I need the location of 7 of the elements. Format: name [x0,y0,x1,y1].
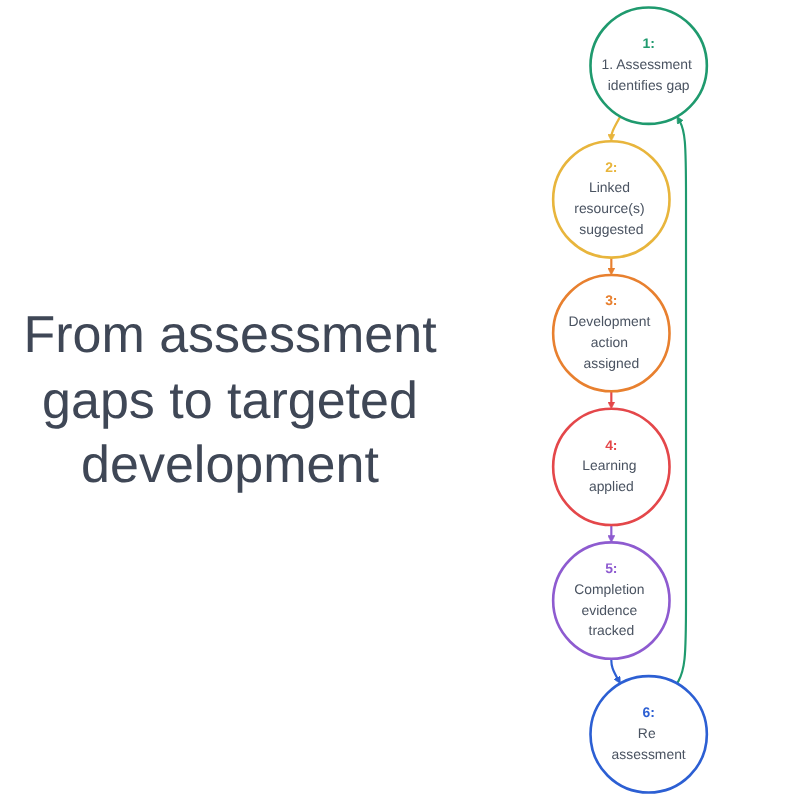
arrow [607,115,622,142]
title: From assessment gaps to targeted development [21,302,439,498]
arrow [607,391,616,410]
arrow [607,257,616,276]
arrow [610,658,621,684]
arrow [676,116,688,685]
arrow [607,525,616,543]
